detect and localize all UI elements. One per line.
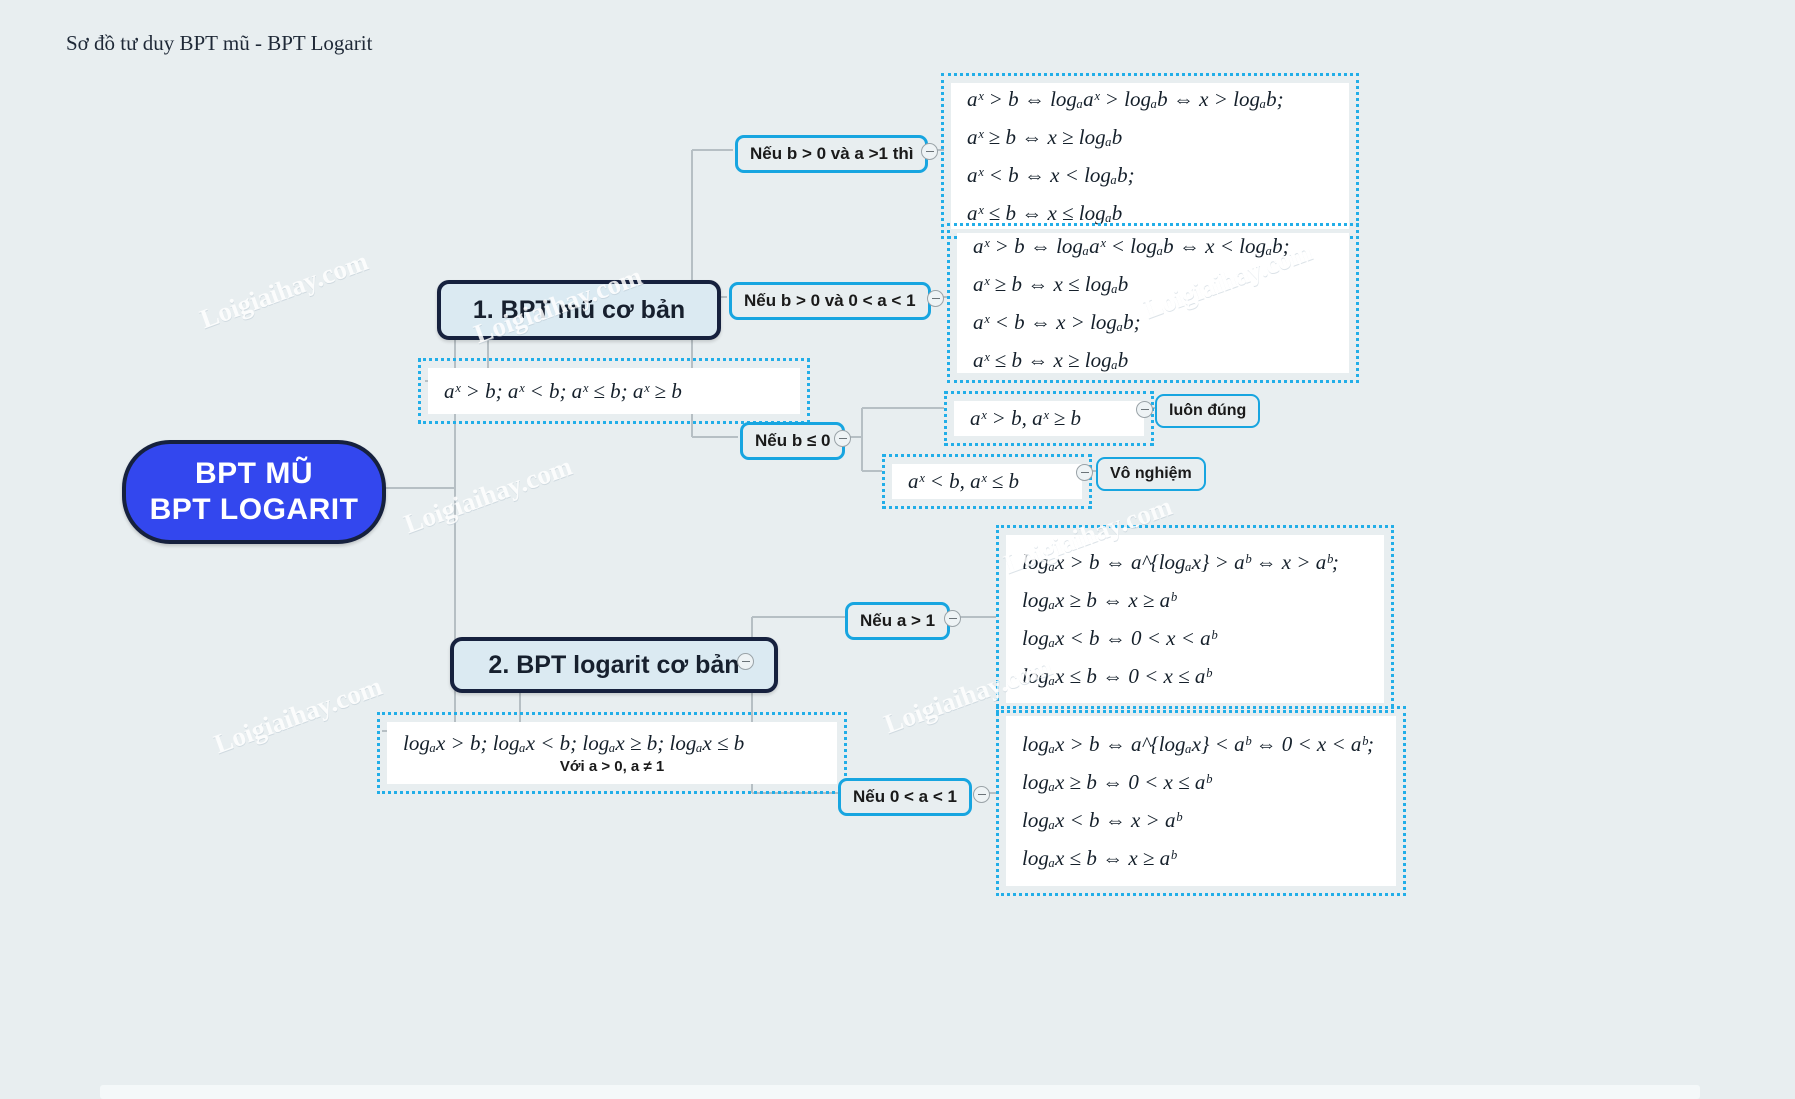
formula-line: aˣ ≤ b ⇔ x ≥ logₐb <box>973 348 1129 372</box>
root-label-line2: BPT LOGARIT <box>149 493 359 526</box>
logarithm-case-a-gt-1-box: logₐx > b ⇔ a^{logₐx} > aᵇ ⇔ x > aᵇ; log… <box>996 525 1394 713</box>
collapse-handle-branch-2[interactable] <box>737 653 754 670</box>
branch-node-exponential[interactable]: 1. BPT mũ cơ bản <box>437 280 721 340</box>
collapse-handle-log-cond-1[interactable] <box>944 610 961 627</box>
condition-b-le-0[interactable]: Nếu b ≤ 0 <box>740 422 846 460</box>
collapse-handle-cond-2[interactable] <box>927 290 944 307</box>
formula-line: aˣ ≤ b ⇔ x ≤ logₐb <box>967 201 1123 225</box>
collapse-handle-no-solution[interactable] <box>1076 464 1093 481</box>
condition-b-positive-a-gt-1[interactable]: Nếu b > 0 và a >1 thì <box>735 135 929 173</box>
exponential-case-0-lt-a-lt-1-box: aˣ > b ⇔ logₐaˣ < logₐb ⇔ x < logₐb; aˣ … <box>947 223 1359 383</box>
formula-line: logₐx ≥ b ⇔ x ≥ aᵇ <box>1022 588 1176 612</box>
formula-line: aˣ > b ⇔ logₐaˣ > logₐb ⇔ x > logₐb; <box>967 87 1284 111</box>
collapse-handle-always-true[interactable] <box>1136 401 1153 418</box>
formula-line: logₐx < b ⇔ 0 < x < aᵇ <box>1022 626 1217 650</box>
formula-line: logₐx ≥ b ⇔ 0 < x ≤ aᵇ <box>1022 770 1211 794</box>
exponential-general-formula: aˣ > b; aˣ < b; aˣ ≤ b; aˣ ≥ b <box>444 378 682 403</box>
root-label-line1: BPT MŨ <box>195 457 313 490</box>
branch-node-logarithm[interactable]: 2. BPT logarit cơ bản <box>450 637 778 693</box>
page-title: Sơ đồ tư duy BPT mũ - BPT Logarit <box>66 31 373 55</box>
formula-line: aˣ < b ⇔ x < logₐb; <box>967 163 1135 187</box>
formula-line: logₐx > b ⇔ a^{logₐx} < aᵇ ⇔ 0 < x < aᵇ; <box>1022 732 1375 756</box>
logarithm-general-note: Với a > 0, a ≠ 1 <box>559 758 665 775</box>
exponential-general-formula-box: aˣ > b; aˣ < b; aˣ ≤ b; aˣ ≥ b <box>418 358 810 424</box>
formula-line: logₐx ≤ b ⇔ x ≥ aᵇ <box>1022 846 1176 870</box>
condition-a-gt-1[interactable]: Nếu a > 1 <box>845 602 951 640</box>
exponential-case-a-gt-1-box: aˣ > b ⇔ logₐaˣ > logₐb ⇔ x > logₐb; aˣ … <box>941 73 1359 239</box>
condition-log-0-lt-a-lt-1[interactable]: Nếu 0 < a < 1 <box>838 778 972 816</box>
formula-line: logₐx ≤ b ⇔ 0 < x ≤ aᵇ <box>1022 664 1211 688</box>
label-always-true[interactable]: luôn đúng <box>1155 394 1261 428</box>
formula-line: aˣ < b ⇔ x > logₐb; <box>973 310 1141 334</box>
formula-line: logₐx < b ⇔ x > aᵇ <box>1022 808 1182 832</box>
always-true-formula-box: aˣ > b, aˣ ≥ b <box>944 391 1154 446</box>
formula-line: logₐx > b ⇔ a^{logₐx} > aᵇ ⇔ x > aᵇ; <box>1022 550 1339 574</box>
logarithm-general-formula: logₐx > b; logₐx < b; logₐx ≥ b; logₐx ≤… <box>403 731 745 755</box>
watermark: Loigiaihay.com <box>196 245 372 335</box>
watermark: Loigiaihay.com <box>400 450 576 540</box>
logarithm-general-formula-box: logₐx > b; logₐx < b; logₐx ≥ b; logₐx ≤… <box>377 712 847 794</box>
formula-line: aˣ ≥ b ⇔ x ≥ logₐb <box>967 125 1123 149</box>
collapse-handle-log-cond-2[interactable] <box>973 786 990 803</box>
label-no-solution[interactable]: Vô nghiệm <box>1096 457 1206 491</box>
root-node[interactable]: BPT MŨ BPT LOGARIT <box>122 440 386 544</box>
collapse-handle-cond-3[interactable] <box>834 430 851 447</box>
logarithm-case-0-lt-a-lt-1-box: logₐx > b ⇔ a^{logₐx} < aᵇ ⇔ 0 < x < aᵇ;… <box>996 706 1406 896</box>
watermark: Loigiaihay.com <box>210 670 386 760</box>
formula-line: aˣ > b ⇔ logₐaˣ < logₐb ⇔ x < logₐb; <box>973 234 1290 258</box>
no-solution-formula-box: aˣ < b, aˣ ≤ b <box>882 454 1092 509</box>
bottom-strip <box>100 1085 1700 1099</box>
condition-b-positive-a-between-0-1[interactable]: Nếu b > 0 và 0 < a < 1 <box>729 282 931 320</box>
collapse-handle-cond-1[interactable] <box>921 143 938 160</box>
always-true-formula: aˣ > b, aˣ ≥ b <box>970 406 1082 430</box>
no-solution-formula: aˣ < b, aˣ ≤ b <box>908 469 1020 493</box>
formula-line: aˣ ≥ b ⇔ x ≤ logₐb <box>973 272 1129 296</box>
